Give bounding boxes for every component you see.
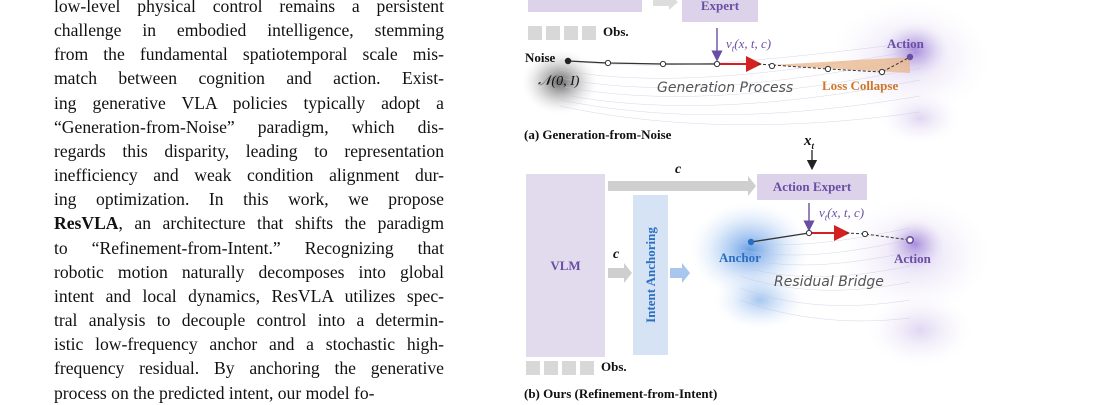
- text-line: tral analysis to decouple control into a…: [54, 310, 444, 331]
- text-line: low-level physical control remains a per…: [54, 0, 444, 16]
- obs-square: [580, 361, 594, 375]
- action-expert-box: Action Expert: [757, 174, 867, 200]
- obs-square: [562, 361, 576, 375]
- caption-b: (b) Ours (Refinement-from-Intent): [524, 386, 718, 401]
- text-line-rest: an architecture that shifts the paradigm: [134, 213, 445, 234]
- text-line: challenge in embodied intelligence, stem…: [54, 20, 444, 41]
- text-line: inefficiency and weak condition alignmen…: [54, 165, 444, 186]
- intent-anchoring-label: Intent Anchoring: [642, 227, 658, 323]
- obs-square: [546, 26, 560, 40]
- action-distribution-lower: [880, 92, 960, 144]
- bold-term: ResVLA: [54, 213, 119, 234]
- anchor-arrow-head: [682, 263, 690, 283]
- flow-lines-a: [559, 41, 921, 125]
- c-arrowhead: [748, 176, 756, 196]
- anchor-point: [747, 238, 755, 246]
- obs-square: [564, 26, 578, 40]
- text-line: match between cognition and action. Exis…: [54, 68, 444, 89]
- text-line: process on the predicted intent, our mod…: [54, 382, 375, 403]
- paper-abstract-column: low-level physical control remains a per…: [54, 0, 444, 405]
- obs-label-b: Obs.: [601, 359, 627, 374]
- c-arrow-small-head: [624, 263, 632, 283]
- path-node: [878, 68, 886, 76]
- obs-label-a: Obs.: [603, 24, 629, 39]
- text-line: ing optimization. In this work, we propo…: [54, 189, 444, 210]
- noise-distribution-label: 𝒩(0, I): [538, 74, 580, 89]
- xt-label: xt: [804, 133, 815, 151]
- velocity-label-a: vt(x, t, c): [726, 36, 772, 54]
- c-label-top: c: [675, 162, 682, 177]
- action-point-b: [905, 236, 914, 245]
- xt-symbol: x: [804, 133, 812, 149]
- loss-collapse-label: Loss Collapse: [822, 78, 899, 93]
- anchor-arrow-shaft: [670, 268, 682, 278]
- text-line: istic low-frequency anchor and a stochas…: [54, 334, 444, 355]
- text-line: robotic motion naturally decomposes into…: [54, 261, 444, 282]
- text-line: regards this disparity, leading to repre…: [54, 140, 444, 161]
- gray-arrow-a: [653, 0, 669, 6]
- path-node: [659, 60, 667, 68]
- action-label-a: Action: [887, 36, 924, 51]
- velocity-symbol-a: v: [726, 36, 732, 51]
- path-node: [824, 65, 832, 73]
- vlm-box-b: VLM: [526, 174, 605, 357]
- path-node: [861, 230, 869, 238]
- obs-square: [528, 26, 542, 40]
- residual-bridge-label: Residual Bridge: [774, 274, 884, 290]
- text-line: ing generative VLA policies typically ad…: [54, 92, 444, 113]
- anchor-distribution-lower: [714, 270, 806, 330]
- gray-arrowhead-a: [669, 0, 678, 10]
- c-label-side: c: [613, 247, 620, 262]
- path-node: [805, 229, 813, 237]
- text-line: frequency residual. By anchoring the gen…: [54, 358, 444, 379]
- generation-process-label: Generation Process: [657, 80, 794, 96]
- vlm-label-b: VLM: [550, 257, 581, 273]
- flow-lines-b: [739, 227, 911, 322]
- text-line-with-term: ResVLA, an architecture that shifts the …: [54, 213, 445, 234]
- text-line: intent and local dynamics, ResVLA utiliz…: [54, 285, 444, 306]
- expert-box-a: Expert: [682, 0, 758, 22]
- velocity-label-b: vt(x, t, c): [819, 205, 865, 223]
- text-line: to “Refinement-from-Intent.” Recognizing…: [54, 237, 444, 258]
- c-arrow-shaft: [608, 181, 748, 191]
- expert-label-a: Expert: [700, 0, 740, 13]
- action-label-b: Action: [894, 251, 931, 266]
- figure: Expert Obs. Noise 𝒩(0, I) vt(x, t, c) Ac…: [520, 0, 1104, 405]
- noise-point: [564, 57, 572, 65]
- anchor-label: Anchor: [719, 250, 761, 265]
- intent-anchoring-box: Intent Anchoring: [633, 195, 668, 355]
- noise-distribution-blob: [522, 50, 598, 114]
- bridge-path-dashed: [845, 232, 911, 241]
- action-distribution-b-lower: [868, 294, 972, 366]
- action-distribution-b-core: [885, 218, 945, 270]
- figure-graphics: [522, 0, 990, 366]
- text-line: “Generation-from-Noise” paradigm, which …: [54, 116, 444, 137]
- vlm-box-a: [528, 0, 642, 12]
- noise-label: Noise: [525, 50, 556, 65]
- path-node: [768, 62, 776, 70]
- path-node: [713, 60, 721, 68]
- action-expert-label: Action Expert: [772, 179, 852, 194]
- action-point-a: [906, 53, 914, 61]
- c-arrow-small-shaft: [608, 268, 624, 278]
- loss-collapse-wedge: [772, 57, 910, 73]
- obs-square: [526, 361, 540, 375]
- obs-square: [582, 26, 596, 40]
- velocity-args-a: (x, t, c): [734, 36, 772, 51]
- obs-square: [544, 361, 558, 375]
- velocity-symbol-b: v: [819, 205, 825, 220]
- text-line: from the fundamental spatiotemporal scal…: [54, 44, 444, 65]
- velocity-args-b: (x, t, c): [827, 205, 865, 220]
- generation-path: [567, 60, 717, 65]
- path-node: [604, 59, 612, 67]
- caption-a: (a) Generation-from-Noise: [524, 127, 672, 142]
- bridge-path: [750, 232, 810, 243]
